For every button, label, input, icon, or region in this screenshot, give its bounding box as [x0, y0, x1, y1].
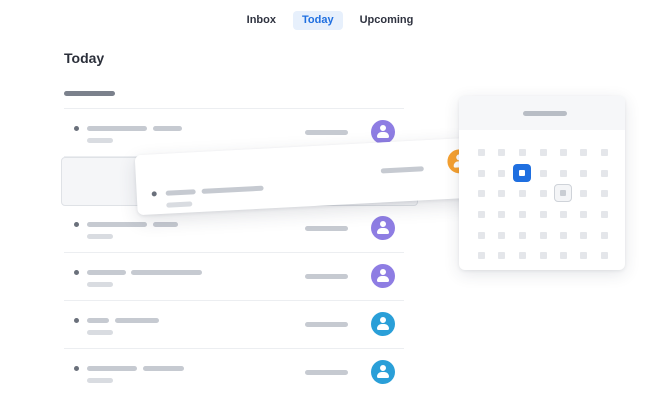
bullet-icon — [74, 366, 79, 371]
calendar-day-cell[interactable] — [580, 190, 587, 197]
calendar-day-cell[interactable] — [498, 232, 505, 239]
calendar-day-cell[interactable] — [519, 252, 526, 259]
user-icon — [380, 269, 386, 275]
user-icon — [380, 221, 386, 227]
calendar-day-cell[interactable] — [580, 232, 587, 239]
calendar-day-cell[interactable] — [601, 149, 608, 156]
calendar-day-cell[interactable] — [560, 170, 567, 177]
calendar-day-cell[interactable] — [601, 232, 608, 239]
calendar-day-cell[interactable] — [601, 190, 608, 197]
bullet-icon — [74, 222, 79, 227]
calendar-day-cell[interactable] — [560, 211, 567, 218]
task-title-placeholder — [201, 185, 264, 194]
task-title-placeholder — [115, 318, 159, 323]
calendar-day-selected[interactable] — [513, 164, 531, 182]
task-list — [64, 108, 404, 396]
task-meta-placeholder — [305, 130, 348, 135]
avatar[interactable] — [371, 312, 395, 336]
avatar[interactable] — [371, 264, 395, 288]
task-row[interactable] — [64, 252, 404, 300]
avatar[interactable] — [371, 120, 395, 144]
avatar[interactable] — [371, 216, 395, 240]
task-title-placeholder — [87, 222, 147, 227]
calendar-month-placeholder — [523, 111, 567, 116]
section-header-placeholder — [64, 91, 115, 96]
task-title-placeholder — [131, 270, 202, 275]
calendar-header — [459, 96, 625, 130]
calendar-day-cell[interactable] — [560, 252, 567, 259]
task-meta-placeholder — [305, 274, 348, 279]
calendar-day-cell[interactable] — [478, 190, 485, 197]
calendar-day-cell[interactable] — [478, 232, 485, 239]
task-row[interactable] — [64, 204, 404, 252]
task-row[interactable] — [64, 108, 404, 156]
user-icon — [380, 365, 386, 371]
task-row[interactable] — [64, 300, 404, 348]
task-title-placeholder — [87, 126, 147, 131]
user-icon — [380, 125, 386, 131]
bullet-icon — [74, 126, 79, 131]
calendar-day-cell[interactable] — [601, 211, 608, 218]
task-row[interactable] — [64, 348, 404, 396]
task-meta-placeholder — [380, 166, 424, 174]
task-title-placeholder — [165, 189, 196, 196]
task-title-placeholder — [87, 318, 109, 323]
task-subtitle-placeholder — [87, 234, 113, 239]
calendar-day-cell[interactable] — [580, 252, 587, 259]
calendar-day-cell[interactable] — [560, 232, 567, 239]
page-title: Today — [64, 50, 105, 66]
calendar-day-cell[interactable] — [519, 211, 526, 218]
calendar-day-cell[interactable] — [580, 170, 587, 177]
calendar-day-cell[interactable] — [601, 170, 608, 177]
calendar-day-cell[interactable] — [519, 232, 526, 239]
calendar-day-cell[interactable] — [540, 211, 547, 218]
calendar-day-cell[interactable] — [478, 170, 485, 177]
task-title-placeholder — [87, 366, 137, 371]
tab-inbox[interactable]: Inbox — [246, 14, 276, 26]
calendar-day-cell[interactable] — [540, 190, 547, 197]
calendar-day-cell[interactable] — [560, 149, 567, 156]
calendar-day-cell[interactable] — [498, 252, 505, 259]
bullet-icon — [74, 270, 79, 275]
calendar-day-cell[interactable] — [478, 211, 485, 218]
task-subtitle-placeholder — [87, 378, 113, 383]
calendar-day-cell[interactable] — [478, 149, 485, 156]
calendar-day-cell[interactable] — [580, 211, 587, 218]
calendar-day-cell[interactable] — [540, 149, 547, 156]
bullet-icon — [74, 318, 79, 323]
view-tabs: Inbox Today Upcoming — [0, 11, 660, 30]
task-meta-placeholder — [305, 370, 348, 375]
task-title-placeholder — [153, 126, 182, 131]
calendar-day-cell[interactable] — [540, 252, 547, 259]
task-title-placeholder — [143, 366, 184, 371]
task-meta-placeholder — [305, 322, 348, 327]
tab-upcoming[interactable]: Upcoming — [359, 14, 414, 26]
calendar-day-cell[interactable] — [498, 211, 505, 218]
calendar-day-cell[interactable] — [601, 252, 608, 259]
task-meta-placeholder — [305, 226, 348, 231]
calendar-day-cell[interactable] — [519, 149, 526, 156]
tab-today[interactable]: Today — [292, 11, 343, 30]
task-title-placeholder — [87, 270, 126, 275]
calendar-day-cell[interactable] — [519, 190, 526, 197]
bullet-icon — [151, 191, 157, 197]
task-subtitle-placeholder — [87, 330, 113, 335]
task-subtitle-placeholder — [166, 201, 193, 208]
calendar-popover — [459, 96, 625, 270]
calendar-day-hover[interactable] — [554, 184, 572, 202]
task-subtitle-placeholder — [87, 282, 113, 287]
user-icon — [380, 317, 386, 323]
calendar-day-cell[interactable] — [498, 190, 505, 197]
calendar-day-cell[interactable] — [540, 170, 547, 177]
avatar[interactable] — [371, 360, 395, 384]
task-subtitle-placeholder — [87, 138, 113, 143]
calendar-day-cell[interactable] — [498, 170, 505, 177]
calendar-day-cell[interactable] — [540, 232, 547, 239]
calendar-day-cell[interactable] — [478, 252, 485, 259]
calendar-day-cell[interactable] — [580, 149, 587, 156]
calendar-day-cell[interactable] — [498, 149, 505, 156]
task-title-placeholder — [153, 222, 178, 227]
